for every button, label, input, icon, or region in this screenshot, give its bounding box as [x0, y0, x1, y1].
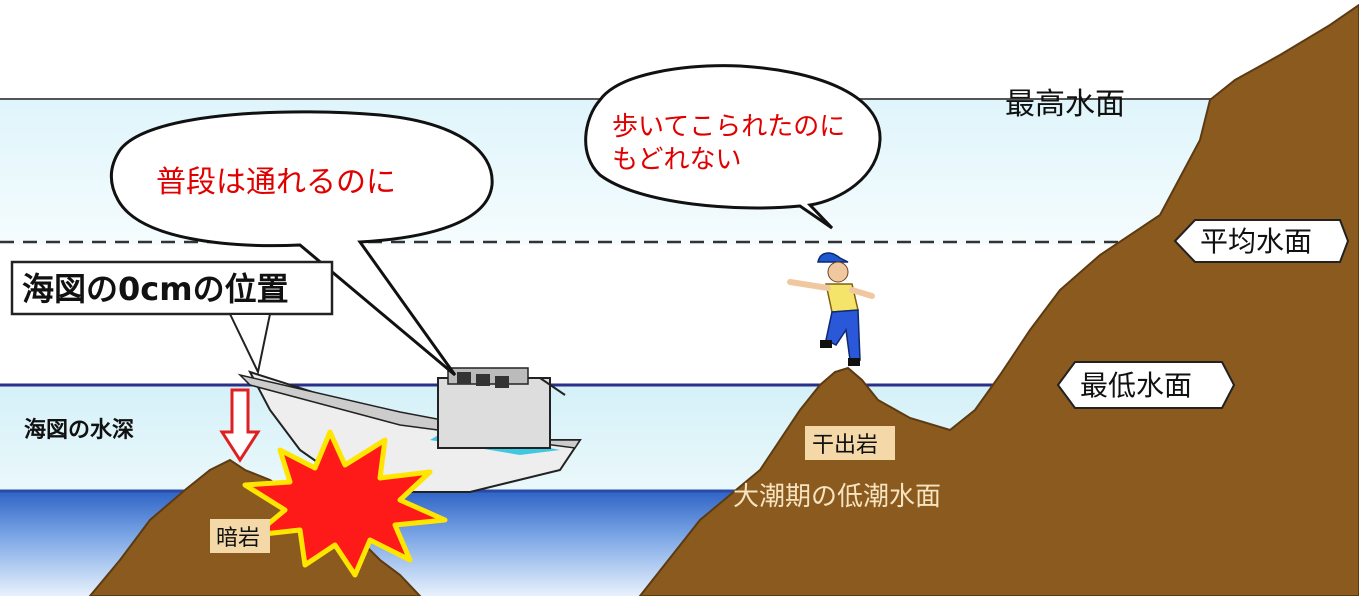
person-speech-line2: もどれない: [612, 145, 741, 175]
person-speech-bubble: [584, 64, 882, 230]
boat-speech-text: 普段は通れるのに: [156, 165, 396, 200]
chart-zero-plate: [10, 260, 334, 316]
person-speech-line1: 歩いてこられたのに: [612, 112, 845, 142]
chart-zero-label: 海図の0cmの位置: [22, 270, 289, 308]
sunken-rock-plate: [210, 519, 270, 553]
drying-rock-label: 干出岩: [812, 433, 878, 458]
highest-water-label: 最高水面: [1005, 87, 1125, 122]
drying-rock-plate: [805, 426, 895, 460]
collision-explosion: [242, 429, 448, 578]
lowest-water-plate: [1056, 361, 1236, 409]
sunken-rock-label: 暗岩: [216, 526, 260, 551]
depth-arrow: [219, 388, 261, 463]
chart-depth-label: 海図の水深: [24, 417, 134, 443]
person-on-rock: [787, 252, 875, 366]
mean-water-label: 平均水面: [1200, 225, 1312, 258]
lowest-water-label: 最低水面: [1080, 369, 1192, 402]
mean-water-plate: [1173, 219, 1350, 263]
spring-low-tide-label: 大潮期の低潮水面: [733, 482, 941, 512]
boat-speech-bubble: [110, 110, 494, 377]
